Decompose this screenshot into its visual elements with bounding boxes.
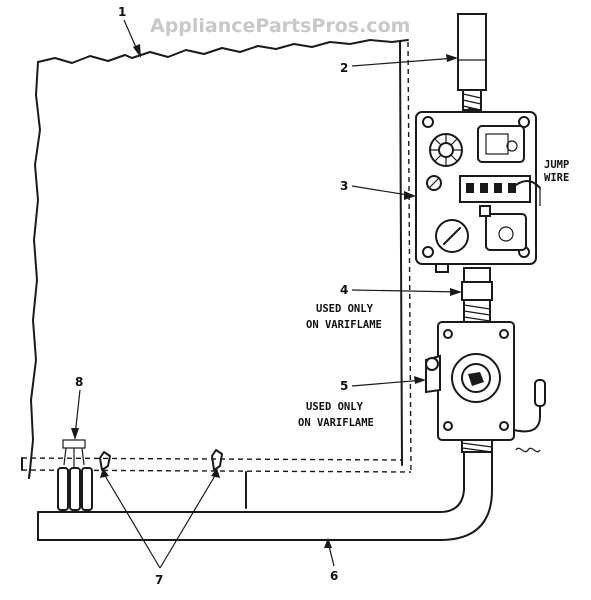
watermark: AppliancePartsPros.com xyxy=(150,15,410,37)
inlet-pipe xyxy=(457,13,487,116)
jump-wire-label-line1: JUMP xyxy=(544,159,569,171)
variflame-note-b-line1: USED ONLY xyxy=(306,401,364,413)
gas-supply-tube xyxy=(37,451,493,541)
variflame-regulator xyxy=(425,321,546,453)
orifice-bracket xyxy=(62,439,86,449)
mounting-screws xyxy=(99,449,247,509)
gas-control-valve xyxy=(415,111,541,273)
leader-lines xyxy=(71,19,462,569)
callout-8: 8 xyxy=(75,375,83,389)
callout-5: 5 xyxy=(340,379,348,393)
callout-4: 4 xyxy=(340,283,348,297)
callout-1: 1 xyxy=(118,5,126,19)
variflame-note-a-line1: USED ONLY xyxy=(316,303,374,315)
jump-wire-label-line2: WIRE xyxy=(544,172,569,184)
callout-6: 6 xyxy=(330,569,338,583)
callout-7: 7 xyxy=(155,573,163,587)
coupling xyxy=(461,267,493,323)
callout-3: 3 xyxy=(340,179,348,193)
variflame-note-a-line2: ON VARIFLAME xyxy=(306,319,382,331)
variflame-note-b-line2: ON VARIFLAME xyxy=(298,417,374,429)
burner-tubes xyxy=(57,439,93,511)
callout-2: 2 xyxy=(340,61,348,75)
